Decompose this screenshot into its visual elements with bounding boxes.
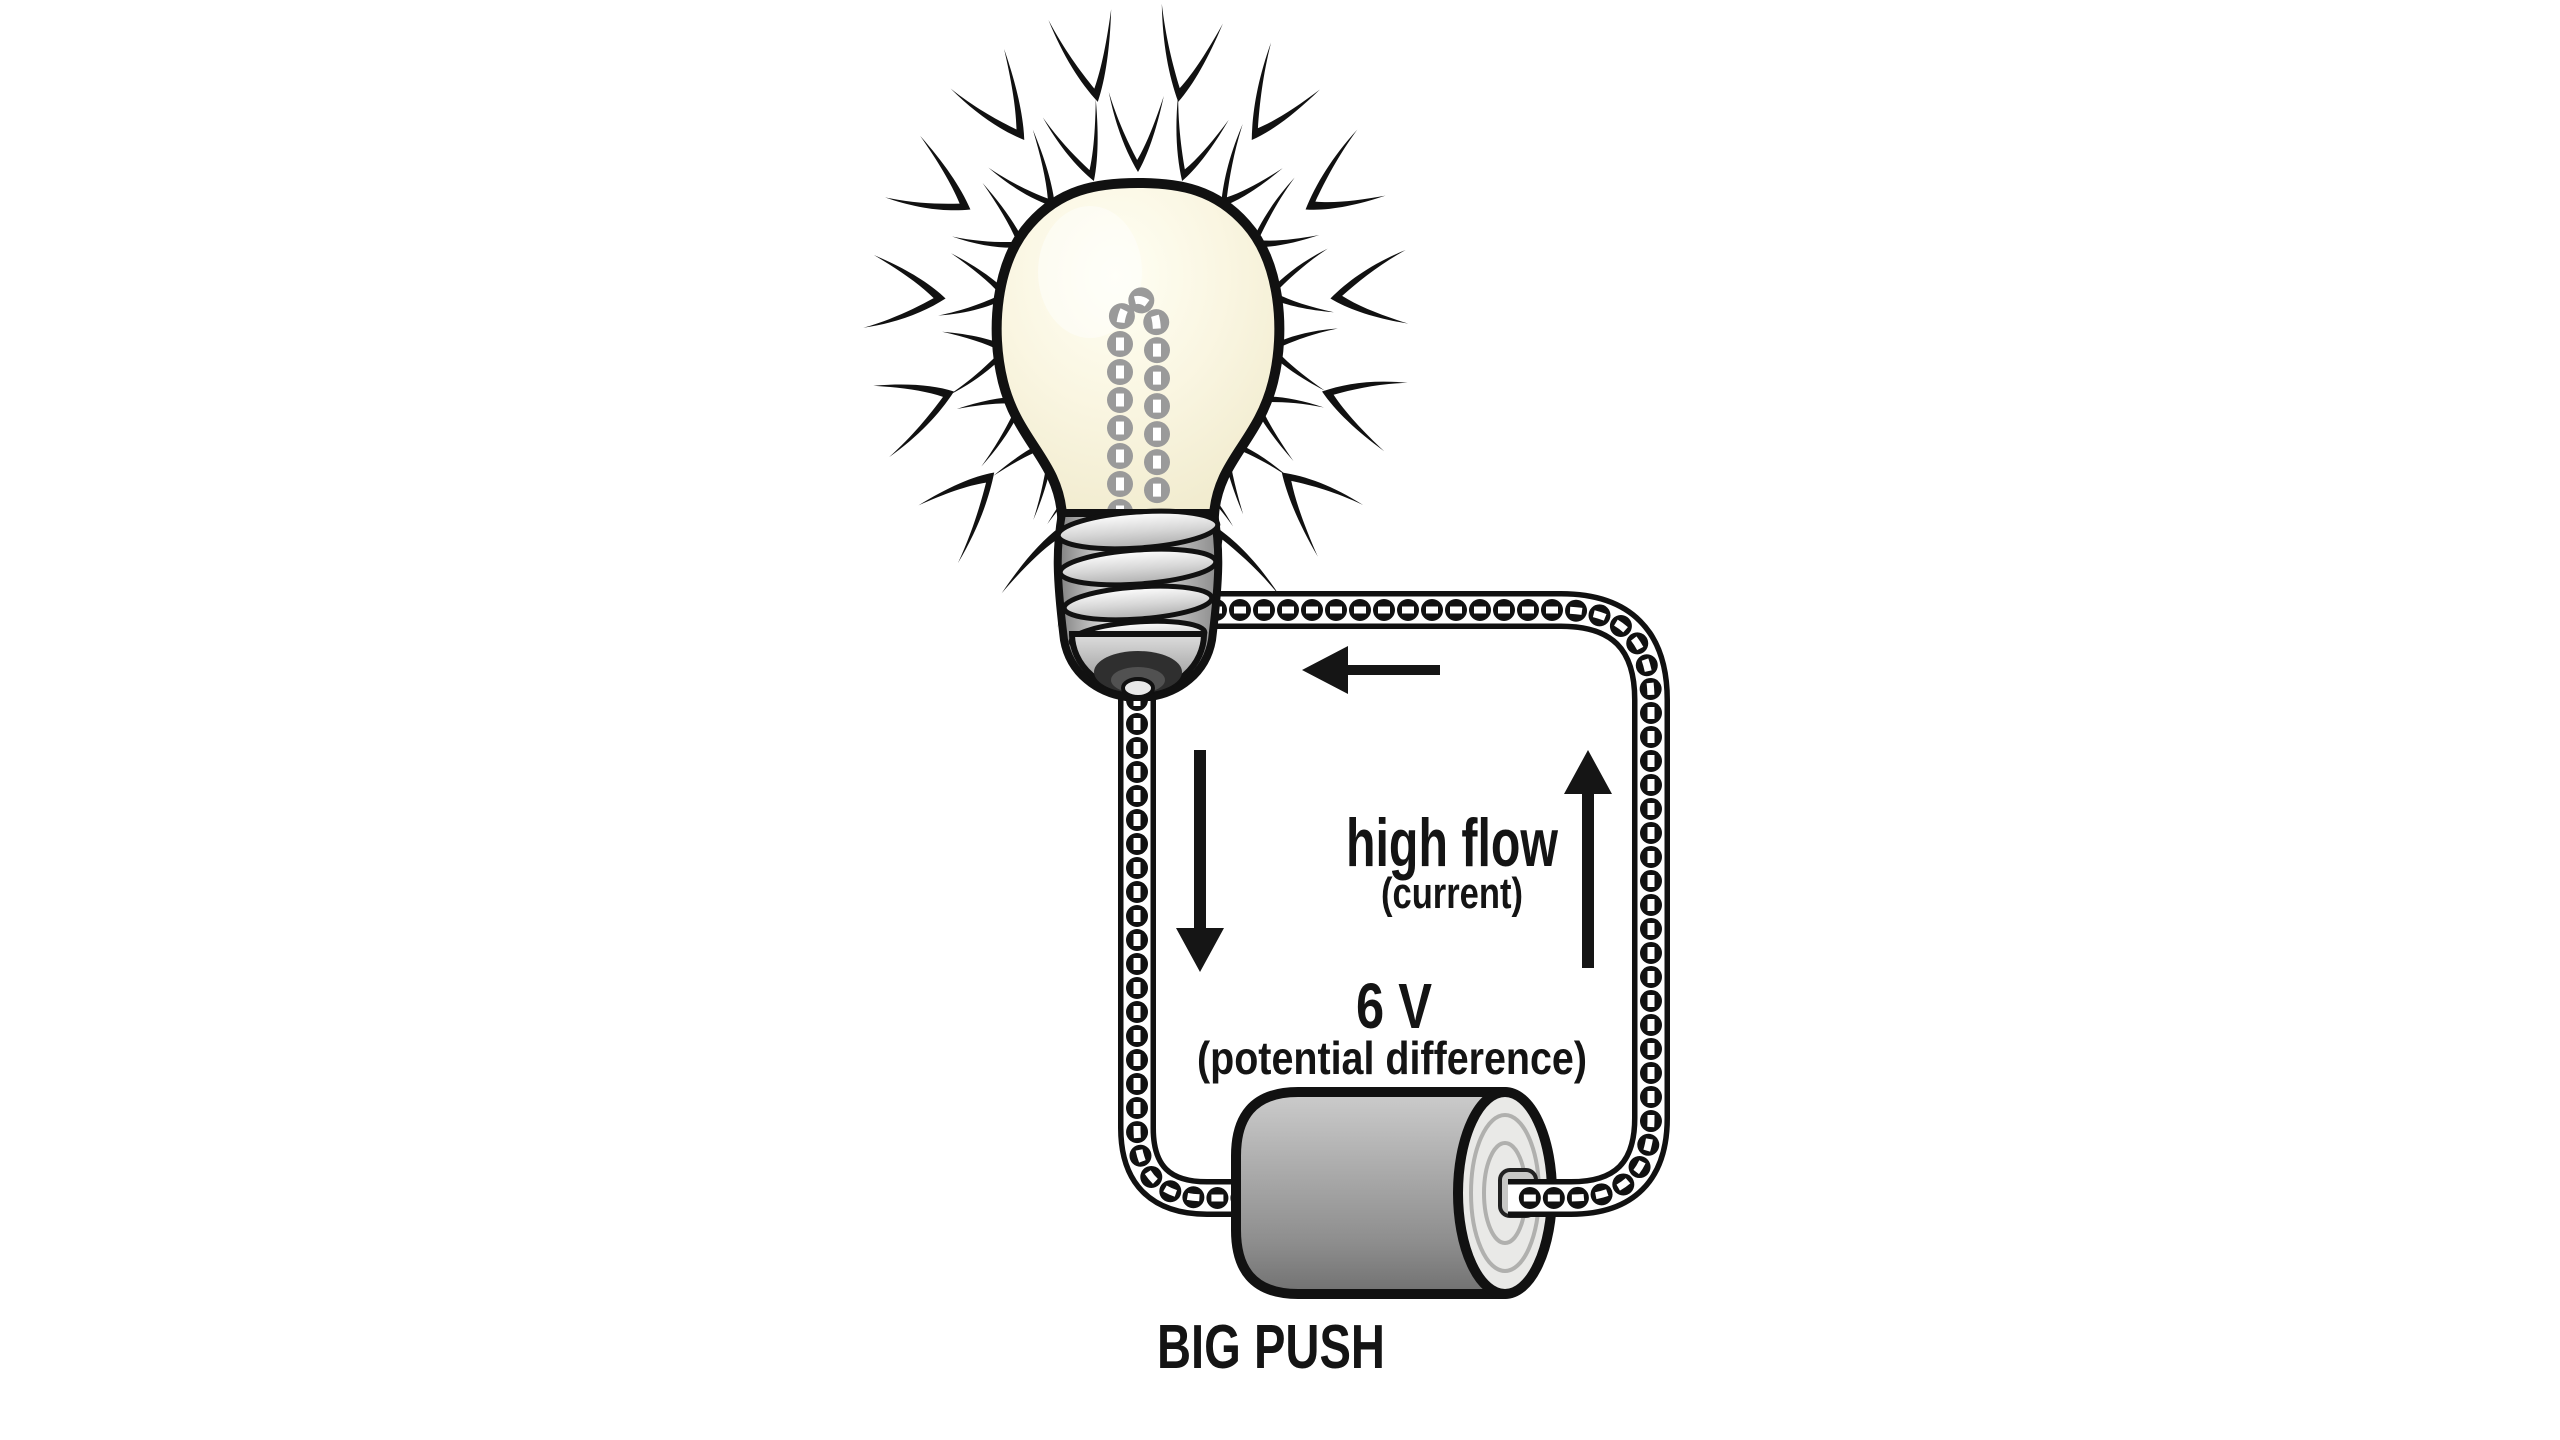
battery-icon bbox=[1231, 1087, 1557, 1299]
flow-label: high flow bbox=[1346, 805, 1559, 881]
potential-difference-label: (potential difference) bbox=[1197, 1032, 1587, 1084]
big-push-label: BIG PUSH bbox=[1157, 1313, 1385, 1382]
current-arrow-down-icon bbox=[1176, 750, 1224, 972]
current-arrow-up-icon bbox=[1564, 750, 1612, 968]
light-bulb-icon bbox=[991, 177, 1285, 701]
voltage-label: 6 V bbox=[1356, 970, 1432, 1042]
filament-icon bbox=[1107, 287, 1171, 525]
wire-left-icon bbox=[1118, 665, 1256, 1217]
bulb-base-icon bbox=[1053, 508, 1223, 701]
current-label: (current) bbox=[1381, 869, 1523, 918]
current-arrow-left-icon bbox=[1302, 646, 1440, 694]
bulb-glass-icon bbox=[991, 177, 1285, 520]
wire-top-right-icon bbox=[1205, 591, 1670, 1217]
